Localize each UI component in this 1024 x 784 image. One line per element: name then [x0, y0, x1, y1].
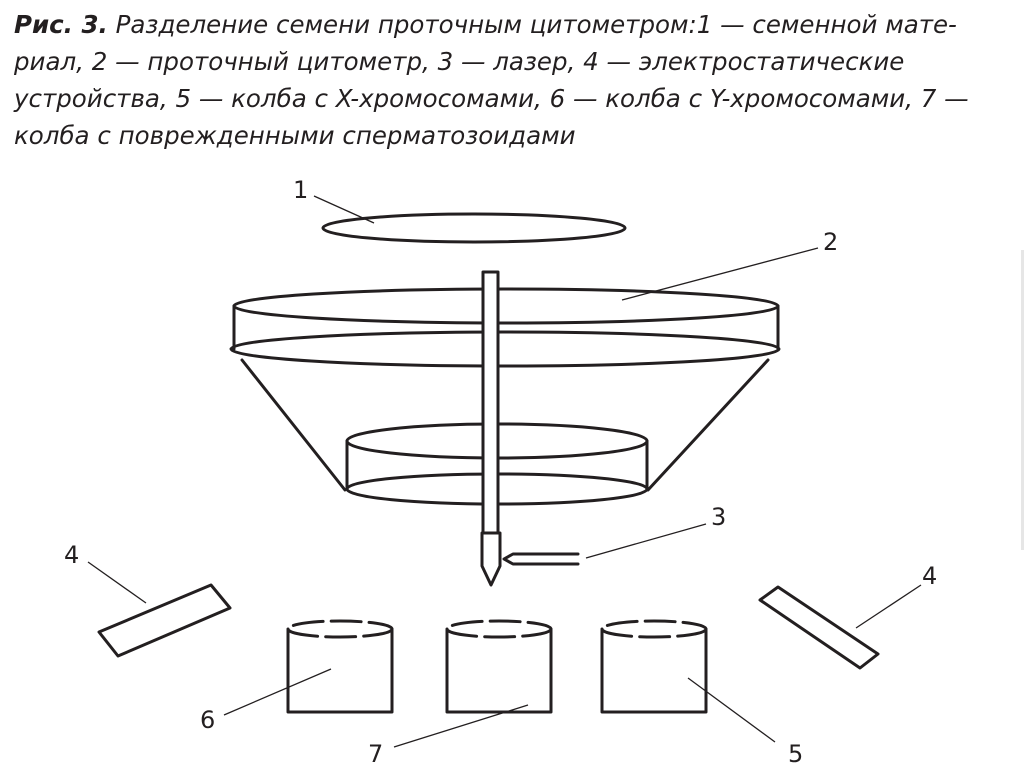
leader-line-4-right	[855, 584, 922, 629]
leader-line-3	[585, 523, 707, 559]
leader-line-2	[621, 247, 819, 301]
leader-line-7	[393, 704, 529, 748]
seminal-material-disc	[321, 212, 627, 244]
flask-damaged-sperm	[445, 619, 553, 714]
label-1: 1	[293, 176, 308, 204]
label-7: 7	[368, 740, 383, 768]
electrostatic-device-left	[97, 583, 232, 658]
flow-cytometer	[229, 287, 781, 506]
label-6: 6	[200, 706, 215, 734]
label-4-left: 4	[64, 541, 79, 569]
label-3: 3	[711, 503, 726, 531]
leader-line-4-left	[87, 561, 147, 604]
leader-line-1	[313, 195, 375, 224]
caption-lead: Рис. 3.	[14, 10, 108, 39]
label-4-right: 4	[922, 562, 937, 590]
flask-x-chromosomes	[600, 619, 708, 714]
leader-line-5	[687, 677, 776, 743]
label-5: 5	[788, 740, 803, 768]
electrostatic-device-right	[758, 585, 880, 670]
figure-caption: Рис. 3. Разделение семени проточным цито…	[14, 6, 1004, 154]
nozzle-tube	[480, 270, 502, 587]
caption-body: Разделение семени проточным цитометром:1…	[14, 10, 969, 150]
laser-beam	[502, 552, 580, 566]
page-edge	[1021, 250, 1024, 550]
leader-line-6	[223, 668, 332, 716]
flask-y-chromosomes	[286, 619, 394, 714]
label-2: 2	[823, 228, 838, 256]
